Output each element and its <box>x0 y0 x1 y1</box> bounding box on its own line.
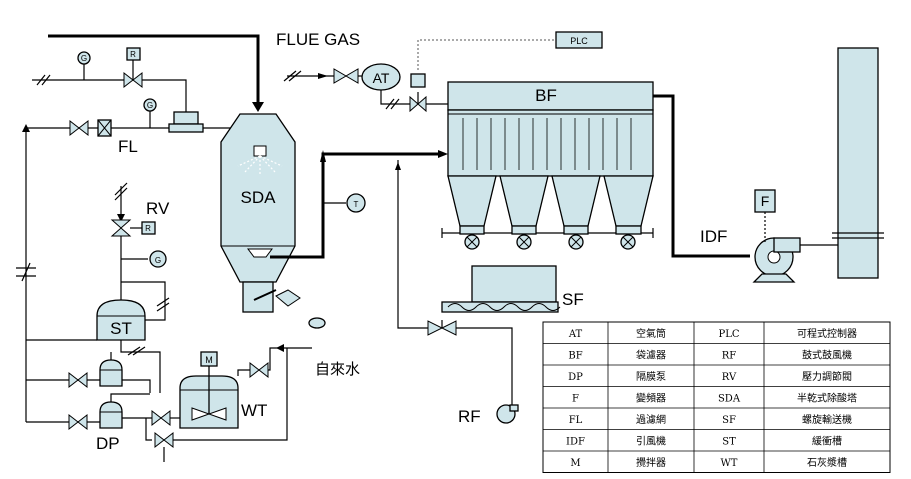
top-supply-line: G R <box>32 47 187 112</box>
actuator-box <box>410 73 426 88</box>
gauge-icon <box>143 98 157 112</box>
sda-outlet-duct: T <box>270 150 448 259</box>
regulator-box <box>126 47 141 61</box>
legend-cell: SF <box>722 415 736 426</box>
legend-cell: WT <box>721 458 738 469</box>
legend-cell: M <box>570 458 580 469</box>
sda-label: SDA <box>241 188 277 207</box>
idf-label: IDF <box>700 227 727 246</box>
svg-text:G: G <box>147 101 153 110</box>
svg-text:T: T <box>354 200 359 209</box>
gauge-label: G <box>81 54 87 63</box>
legend-cell: IDF <box>566 436 585 447</box>
legend-cell: RV <box>722 372 737 383</box>
legend-cell: RF <box>722 350 737 361</box>
filter-label: FL <box>118 137 138 156</box>
legend-cell: 空氣筒 <box>636 327 666 340</box>
spray-dryer-absorber: SDA <box>220 113 326 329</box>
conveyor-label: SF <box>562 290 584 309</box>
baghouse: BF <box>441 81 654 250</box>
screw-conveyor: SF <box>441 265 584 313</box>
legend-cell: 過濾網 <box>636 413 666 426</box>
legend-cell: 引風機 <box>636 434 666 447</box>
baghouse-outlet-duct <box>653 94 750 258</box>
lime-slurry-tank: M WT 自來水 <box>145 344 360 462</box>
filter-line: FL <box>22 119 169 156</box>
legend-table: AT 空氣筒 PLC 可程式控制器 BF 袋濾器 RF 鼓式鼓風機 DP 隔膜泵 RV 壓力調節閥 F 變… <box>542 321 891 473</box>
svg-text:R: R <box>145 224 151 233</box>
legend-border <box>542 321 891 473</box>
recirculation-line: RF <box>395 160 519 426</box>
baghouse-label: BF <box>535 86 557 105</box>
legend-cell: 隔膜泵 <box>636 371 666 383</box>
legend-cell: DP <box>568 372 583 383</box>
legend-cell: 袋濾器 <box>636 348 666 361</box>
tap-water-label: 自來水 <box>315 360 360 378</box>
legend-cell: BF <box>568 350 582 361</box>
buffer-tank-label: ST <box>110 319 132 338</box>
plc-box <box>555 31 603 49</box>
legend-cell: 壓力調節閥 <box>802 370 852 383</box>
vfd-label: F <box>761 193 770 209</box>
legend-cell: FL <box>569 415 583 426</box>
rv-label: RV <box>146 199 170 218</box>
legend-cell: 鼓式鼓風機 <box>802 348 852 361</box>
legend-cell: 半乾式除酸塔 <box>797 391 857 404</box>
gauge-icon <box>77 51 91 65</box>
diaphragm-pumps: DP <box>26 352 152 453</box>
mixer-box <box>200 351 218 367</box>
flue-gas-label: FLUE GAS <box>276 30 360 49</box>
rv-line: R RV G <box>110 182 170 316</box>
chimney <box>832 47 884 279</box>
legend-cell: F <box>572 393 579 404</box>
legend-cell: PLC <box>718 329 739 340</box>
flue-gas-inlet <box>48 34 264 112</box>
legend-cell: SDA <box>718 393 741 404</box>
legend-cell: 石灰漿槽 <box>807 456 847 469</box>
svg-text:G: G <box>155 256 161 265</box>
mixer-label: M <box>205 355 213 365</box>
buffer-tank: ST <box>26 281 170 393</box>
legend-cell: 螺旋輸送機 <box>802 413 852 426</box>
return-line <box>16 132 36 422</box>
legend-cell: 可程式控制器 <box>797 327 857 340</box>
blower-label: RF <box>458 407 481 426</box>
legend-cell: ST <box>722 436 736 447</box>
regulator-label: R <box>130 50 136 59</box>
plc-signal-line: PLC <box>417 31 603 70</box>
legend-cell: 緩衝槽 <box>812 434 842 447</box>
legend-cell: 攪拌器 <box>636 456 666 469</box>
legend-cell: AT <box>568 329 583 340</box>
lime-tank-label: WT <box>241 401 267 420</box>
induced-draft-fan: IDF F <box>700 189 838 283</box>
pump-label: DP <box>96 434 120 453</box>
legend-cell: 變頻器 <box>636 391 666 404</box>
air-tank-label: AT <box>373 70 390 86</box>
atomizer-feed: G <box>143 98 251 150</box>
plc-label: PLC <box>570 36 588 46</box>
air-line: AT <box>283 63 448 113</box>
